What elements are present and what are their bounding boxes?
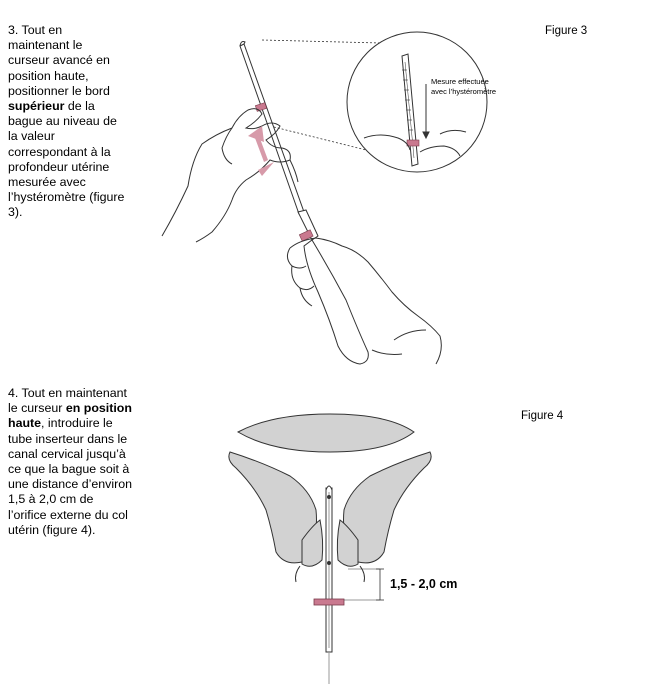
graduation-marks [402,69,413,131]
cervix-left [301,519,324,567]
figure-4-illustration: 1,5 - 2,0 cm [228,413,457,684]
measurement-label: 1,5 - 2,0 cm [390,577,457,591]
uterus-right-wall [343,451,432,564]
tube-tip [239,41,246,47]
callout-text-line-2: avec l’hystéromètre [431,87,496,96]
lower-hand-fingers [286,247,315,307]
callout-text-line-1: Mesure effectuée [431,77,489,86]
step-4-instruction: 4. Tout en maintenant le curseur en posi… [8,386,132,538]
lower-hand-cuff [371,329,427,355]
vaginal-wall-right [359,565,365,583]
figure-4-label: Figure 4 [521,410,564,422]
step-3-instruction: 3. Tout en maintenant le curseur avancé … [8,23,126,221]
callout-arrowhead [422,131,430,140]
figure-3-label: Figure 3 [545,25,588,37]
step-3-text-start: 3. Tout en maintenant le curseur avancé … [8,23,110,98]
magnifier-guide-bottom [269,125,391,157]
step-3-bold-text: supérieur [8,99,65,114]
slider-marker [298,229,314,242]
tube-marker-lower [327,561,331,565]
step-4-bold-text: en position haute [8,401,132,431]
uterus-left-wall [228,451,317,564]
upper-hand-finger-2 [289,159,299,183]
uterus-fundus [236,413,415,453]
lower-hand [289,237,442,365]
upper-hand-finger [221,127,233,165]
inserter-handle [297,209,319,241]
tube-tip-marker [327,495,331,499]
magnifier-circle [346,31,488,173]
flange-ring-fig4 [313,598,345,606]
magnified-view [363,53,467,167]
tube-tip-fig4 [325,485,333,491]
step-4-text-start: 4. Tout en maintenant le curseur [8,386,127,416]
vaginal-wall-left [295,565,301,583]
magnified-hand [363,129,467,157]
magnified-ring [406,139,420,147]
step-4-text-end: , introduire le tube inserteur dans le c… [8,416,132,537]
inserter-plunger [303,239,369,365]
upper-hand [161,108,291,243]
cervix-right [336,519,359,567]
movement-arrow [248,126,274,176]
step-3-text-end: de la bague au niveau de la valeur corre… [8,99,125,220]
figure-3-illustration: Mesure effectuée avec l’hystéromètre [161,31,496,365]
